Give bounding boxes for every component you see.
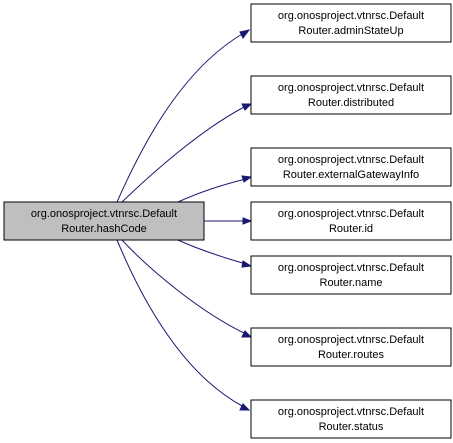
target-node-label-line1: org.onosproject.vtnrsc.Default — [278, 208, 424, 220]
target-node-label-line1: org.onosproject.vtnrsc.Default — [278, 262, 424, 274]
target-node-label-line1: org.onosproject.vtnrsc.Default — [278, 10, 424, 22]
target-node-box — [250, 3, 452, 43]
edge-arrowhead-name — [241, 260, 253, 268]
target-node-label-line2: Router.externalGatewayInfo — [283, 169, 419, 181]
target-node-label-line2: Router.status — [319, 421, 384, 433]
target-node-box — [250, 255, 452, 295]
source-node-label-line2: Router.hashCode — [61, 223, 147, 235]
target-node-box — [250, 147, 452, 187]
edge-arrowhead-id — [242, 217, 253, 225]
target-node-label-line1: org.onosproject.vtnrsc.Default — [278, 82, 424, 94]
source-node-label-line1: org.onosproject.vtnrsc.Default — [31, 208, 177, 220]
target-node-name[interactable]: org.onosproject.vtnrsc.Default Router.na… — [250, 255, 452, 295]
edge-to-adminstateup — [116, 32, 245, 203]
edge-arrowhead-routes — [241, 330, 253, 338]
edge-arrowhead-status — [239, 403, 251, 411]
source-node-box — [3, 201, 205, 241]
target-node-label-line1: org.onosproject.vtnrsc.Default — [278, 406, 424, 418]
target-node-box — [250, 75, 452, 115]
edge-to-distributed — [121, 105, 247, 203]
target-node-distributed[interactable]: org.onosproject.vtnrsc.Default Router.di… — [250, 75, 452, 115]
target-node-label-line1: org.onosproject.vtnrsc.Default — [278, 154, 424, 166]
target-node-label-line2: Router.name — [320, 277, 383, 289]
target-node-label-line2: Router.distributed — [308, 97, 394, 109]
target-node-box — [250, 201, 452, 241]
target-node-label-line2: Router.adminStateUp — [298, 25, 403, 37]
target-node-routes[interactable]: org.onosproject.vtnrsc.Default Router.ro… — [250, 327, 452, 367]
target-node-id[interactable]: org.onosproject.vtnrsc.Default Router.id — [250, 201, 452, 241]
target-node-label-line1: org.onosproject.vtnrsc.Default — [278, 334, 424, 346]
edge-to-name — [177, 239, 247, 265]
target-node-label-line2: Router.id — [329, 223, 373, 235]
source-node[interactable]: org.onosproject.vtnrsc.Default Router.ha… — [3, 201, 205, 241]
target-node-box — [250, 327, 452, 367]
target-node-adminstateup[interactable]: org.onosproject.vtnrsc.Default Router.ad… — [250, 3, 452, 43]
target-node-box — [250, 399, 452, 439]
target-node-status[interactable]: org.onosproject.vtnrsc.Default Router.st… — [250, 399, 452, 439]
edge-to-status — [116, 239, 245, 408]
edge-arrowhead-externalgatewayinfo — [241, 175, 253, 183]
edge-arrowhead-distributed — [241, 103, 253, 111]
edges — [116, 29, 253, 411]
target-node-externalgatewayinfo[interactable]: org.onosproject.vtnrsc.Default Router.ex… — [250, 147, 452, 187]
edge-arrowhead-adminstateup — [239, 29, 251, 39]
edge-to-externalgatewayinfo — [177, 178, 247, 203]
edge-to-routes — [121, 239, 247, 335]
target-node-label-line2: Router.routes — [318, 349, 385, 361]
